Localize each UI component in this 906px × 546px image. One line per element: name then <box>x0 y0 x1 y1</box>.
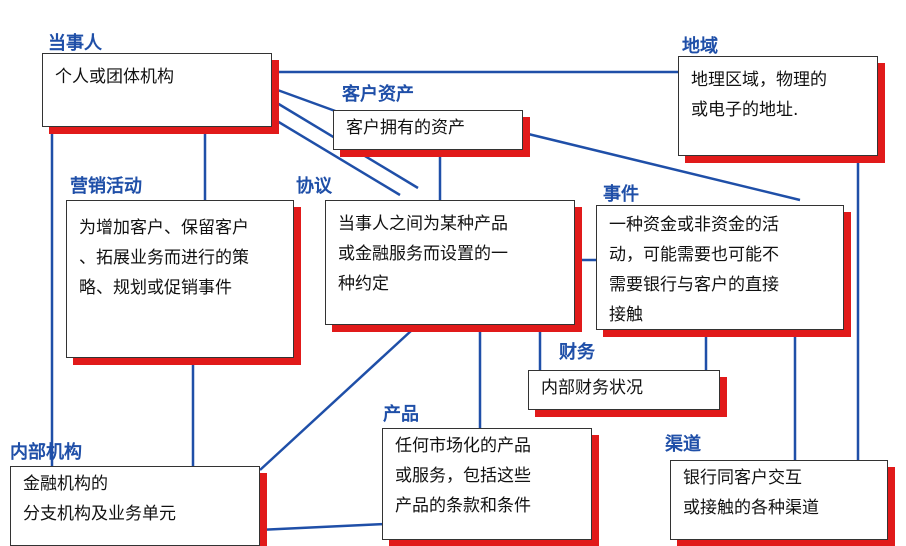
node-channel: 银行同客户交互 或接触的各种渠道 <box>670 460 888 540</box>
node-product-title: 产品 <box>383 404 419 425</box>
node-agreement: 当事人之间为某种产品 或金融服务而设置的一 种约定 <box>325 200 575 325</box>
node-location-title: 地域 <box>682 36 718 57</box>
node-asset: 客户拥有的资产 <box>333 110 523 150</box>
node-location: 地理区域，物理的 或电子的地址. <box>678 56 878 156</box>
link-asset-channel <box>519 130 801 202</box>
node-internal-title: 内部机构 <box>10 442 82 463</box>
node-finance: 内部财务状况 <box>528 370 720 410</box>
node-party-title: 当事人 <box>48 33 102 54</box>
node-internal: 金融机构的 分支机构及业务单元 <box>10 466 260 546</box>
node-agreement-title: 协议 <box>296 176 332 197</box>
node-channel-title: 渠道 <box>665 434 701 455</box>
node-marketing-title: 营销活动 <box>70 176 142 197</box>
node-party: 个人或团体机构 <box>42 53 272 127</box>
node-finance-title: 财务 <box>559 342 595 363</box>
node-product: 任何市场化的产品 或服务，包括这些 产品的条款和条件 <box>382 428 592 540</box>
node-marketing: 为增加客户、保留客户 、拓展业务而进行的策 略、规划或促销事件 <box>66 200 294 358</box>
link-agreement-internal <box>259 329 413 471</box>
node-event: 一种资金或非资金的活 动，可能需要也可能不 需要银行与客户的直接 接触 <box>596 205 844 330</box>
link-party-asset <box>271 86 339 114</box>
node-asset-title: 客户资产 <box>342 84 414 105</box>
link-internal-product <box>257 522 386 532</box>
node-event-title: 事件 <box>603 184 639 205</box>
link-party-agreement-b <box>271 116 401 197</box>
